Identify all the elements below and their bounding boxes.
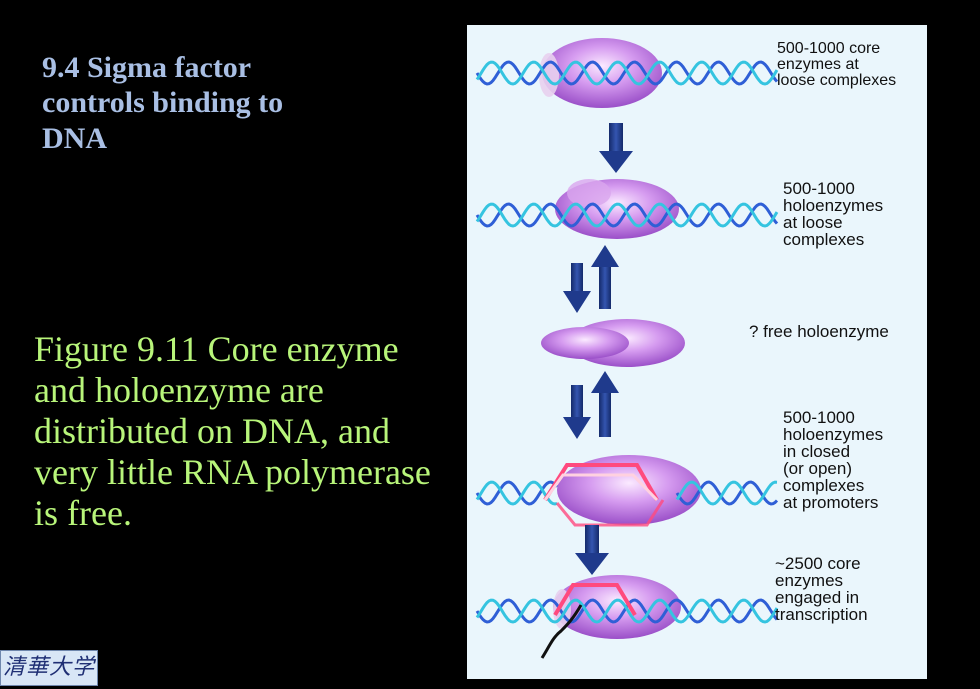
dna-strand-b	[475, 598, 779, 624]
dna-strand-b	[675, 480, 778, 506]
diagram-panel: 500-1000 core enzymes at loose complexes…	[467, 25, 927, 679]
enzyme-front-face	[539, 53, 559, 97]
dna-helix-row4-left	[475, 480, 559, 506]
rna-transcript	[540, 604, 583, 659]
dna-helix-row4-right	[675, 480, 779, 506]
dna-strand-b	[475, 480, 558, 506]
row1-complex	[475, 38, 779, 108]
arrows-bidirectional-1	[563, 245, 619, 313]
dna-strand-a	[675, 480, 779, 506]
arrows-bidirectional-2	[563, 371, 619, 439]
label-row1: 500-1000 core enzymes at loose complexes	[777, 40, 897, 89]
sigma-subunit	[567, 179, 611, 207]
arrow-down-1	[599, 123, 633, 173]
slide-heading: 9.4 Sigma factor controls binding to DNA	[42, 51, 284, 155]
dna-strand-b	[475, 202, 779, 228]
figure-caption: Figure 9.11 Core enzyme and holoenzyme a…	[34, 329, 431, 534]
free-holoenzyme	[541, 319, 685, 367]
open-bubble-bottom	[555, 499, 665, 527]
row5-complex	[475, 575, 779, 659]
label-row4: 500-1000 holoenzymes in closed (or open)…	[783, 408, 884, 512]
dna-strand-b	[475, 60, 779, 86]
dna-strand-a	[475, 480, 559, 506]
transcription-bubble	[553, 583, 637, 617]
label-row5: ~2500 core enzymes engaged in transcript…	[775, 554, 868, 624]
dna-helix-row1	[475, 60, 779, 86]
diagram-svg	[475, 38, 779, 659]
row2-complex	[475, 179, 779, 239]
dna-helix-row5	[475, 598, 779, 624]
row4-complex	[475, 455, 779, 527]
dna-helix-row2	[475, 202, 779, 228]
tsinghua-logo: 清華大学	[0, 650, 98, 686]
label-row3: ? free holoenzyme	[749, 322, 889, 341]
dna-strand-a	[475, 60, 779, 86]
dna-strand-a	[475, 598, 779, 624]
label-row2: 500-1000 holoenzymes at loose complexes	[783, 179, 884, 249]
dna-strand-a	[475, 202, 779, 228]
arrow-down-2	[575, 525, 609, 575]
